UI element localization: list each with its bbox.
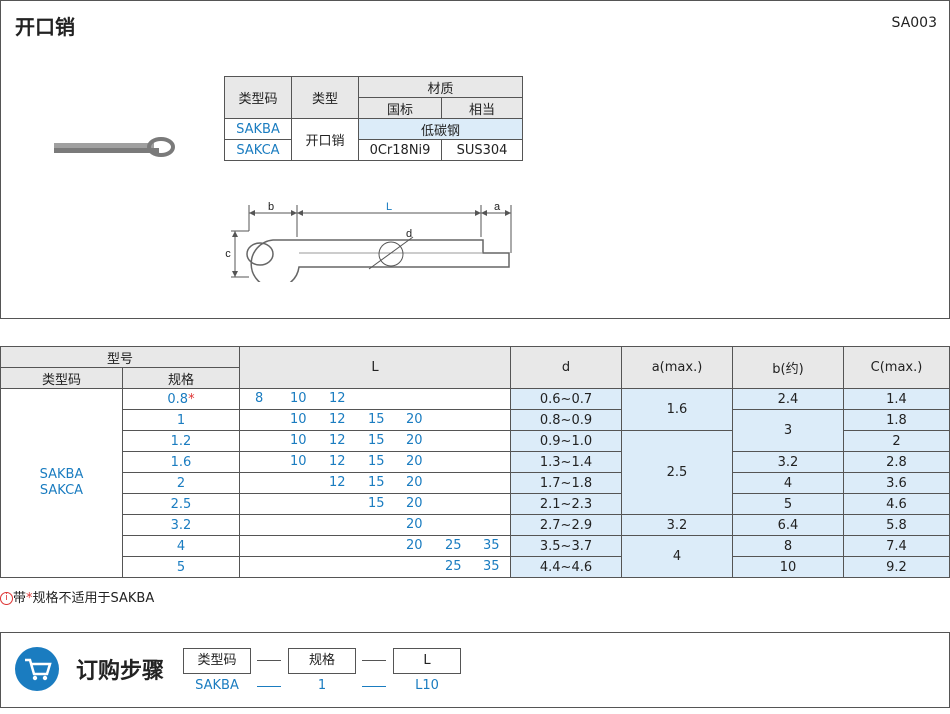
spec-b-6: 6.4 [732, 514, 844, 536]
spec-row-spec: 1 [122, 409, 240, 431]
spec-c-7: 5.8 [843, 514, 950, 536]
dim-a: a [494, 201, 501, 213]
spec-row-spec: 3.2 [122, 514, 240, 536]
order-box-spec: 规格 [288, 648, 356, 674]
order-box-L: L [393, 648, 461, 674]
dim-b: b [268, 201, 274, 213]
material-code-2: SAKCA [224, 139, 292, 161]
spec-b-8: 10 [732, 556, 844, 578]
spec-row-L: 15 20 [239, 493, 511, 515]
order-title: 订购步骤 [76, 659, 165, 684]
material-code-1: SAKBA [224, 118, 292, 140]
spec-row-spec: 1.6 [122, 451, 240, 473]
material-th-type: 类型 [291, 76, 359, 119]
spec-row-d: 0.8~0.9 [510, 409, 622, 431]
spec-th-model: 型号 [0, 346, 240, 368]
spec-row-spec: 4 [122, 535, 240, 557]
spec-row-spec: 2.5 [122, 493, 240, 515]
spec-b-1: 2.4 [732, 388, 844, 410]
dim-L: L [386, 201, 392, 213]
material-th-equivalent: 相当 [441, 97, 523, 119]
spec-row-L: 25 35 [239, 556, 511, 578]
spec-c-1: 1.4 [843, 388, 950, 410]
spec-th-c: C(max.) [843, 346, 950, 389]
order-connector [257, 660, 281, 661]
spec-row-L: 20 [239, 514, 511, 536]
spec-b-4: 4 [732, 472, 844, 494]
spec-table: 型号 L d a(max.) b(约) C(max.) 类型码 规格 SAKBA… [0, 346, 950, 578]
spec-c-8: 7.4 [843, 535, 950, 557]
material-equivalent: SUS304 [441, 139, 523, 161]
spec-row-L: 12 15 20 [239, 472, 511, 494]
material-th-material: 材质 [358, 76, 523, 98]
info-icon: i [0, 592, 13, 605]
spec-row-spec: 1.2 [122, 430, 240, 452]
spec-th-L: L [239, 346, 511, 389]
spec-c-4: 2.8 [843, 451, 950, 473]
order-value-spec: 1 [317, 678, 327, 693]
spec-b-2: 3 [732, 409, 844, 452]
spec-b-3: 3.2 [732, 451, 844, 473]
spec-b-5: 5 [732, 493, 844, 515]
cotter-pin-image [54, 137, 175, 157]
product-panel: 开口销 SA003 类型码 类型 材质 国标 相当 SAKBA 开口销 低碳钢 … [0, 0, 950, 319]
material-national: 0Cr18Ni9 [358, 139, 442, 161]
spec-c-6: 4.6 [843, 493, 950, 515]
spec-row-d: 0.6~0.7 [510, 388, 622, 410]
spec-typecodes: SAKBA SAKCA [0, 388, 123, 578]
spec-row-d: 2.7~2.9 [510, 514, 622, 536]
cart-icon [15, 647, 59, 691]
material-table: 类型码 类型 材质 国标 相当 SAKBA 开口销 低碳钢 SAKCA 0Cr1… [224, 76, 523, 161]
order-connector [362, 660, 386, 661]
spec-c-5: 3.6 [843, 472, 950, 494]
order-panel: 订购步骤 类型码 规格 L SAKBA 1 L10 [0, 632, 950, 708]
spec-row-L: 10 12 15 20 [239, 451, 511, 473]
spec-th-typecode: 类型码 [0, 367, 123, 389]
spec-row-L: 8 10 12 [239, 388, 511, 410]
spec-row-d: 1.7~1.8 [510, 472, 622, 494]
spec-a-2: 2.5 [621, 430, 733, 515]
material-th-typecode: 类型码 [224, 76, 292, 119]
spec-th-b: b(约) [732, 346, 844, 389]
order-value-typecode: SAKBA [195, 678, 239, 693]
spec-c-2: 1.8 [843, 409, 950, 431]
spec-row-spec: 5 [122, 556, 240, 578]
order-value-connector [257, 686, 281, 687]
spec-row-d: 2.1~2.3 [510, 493, 622, 515]
spec-row-d: 0.9~1.0 [510, 430, 622, 452]
order-box-typecode: 类型码 [183, 648, 251, 674]
spec-th-d: d [510, 346, 622, 389]
spec-a-1: 1.6 [621, 388, 733, 431]
spec-a-4: 4 [621, 535, 733, 578]
material-th-national: 国标 [358, 97, 442, 119]
product-code: SA003 [891, 15, 937, 31]
material-type-value: 开口销 [291, 118, 359, 161]
spec-th-spec: 规格 [122, 367, 240, 389]
spec-row-L: 20 25 35 [239, 535, 511, 557]
spec-c-3: 2 [843, 430, 950, 452]
spec-th-a: a(max.) [621, 346, 733, 389]
spec-a-3: 3.2 [621, 514, 733, 536]
dimension-diagram: b L a c d [225, 201, 512, 282]
material-low-carbon: 低碳钢 [358, 118, 523, 140]
spec-row-d: 1.3~1.4 [510, 451, 622, 473]
spec-row-L: 10 12 15 20 [239, 409, 511, 431]
spec-row-d: 4.4~4.6 [510, 556, 622, 578]
dim-d: d [406, 228, 412, 240]
spec-b-7: 8 [732, 535, 844, 557]
order-value-connector [362, 686, 386, 687]
spec-row-spec: 2 [122, 472, 240, 494]
page-title: 开口销 [15, 15, 75, 39]
dim-c: c [225, 248, 231, 260]
spec-row-L: 10 12 15 20 [239, 430, 511, 452]
spec-c-9: 9.2 [843, 556, 950, 578]
spec-row-d: 3.5~3.7 [510, 535, 622, 557]
order-value-L: L10 [415, 678, 439, 693]
spec-row-spec: 0.8* [122, 388, 240, 410]
